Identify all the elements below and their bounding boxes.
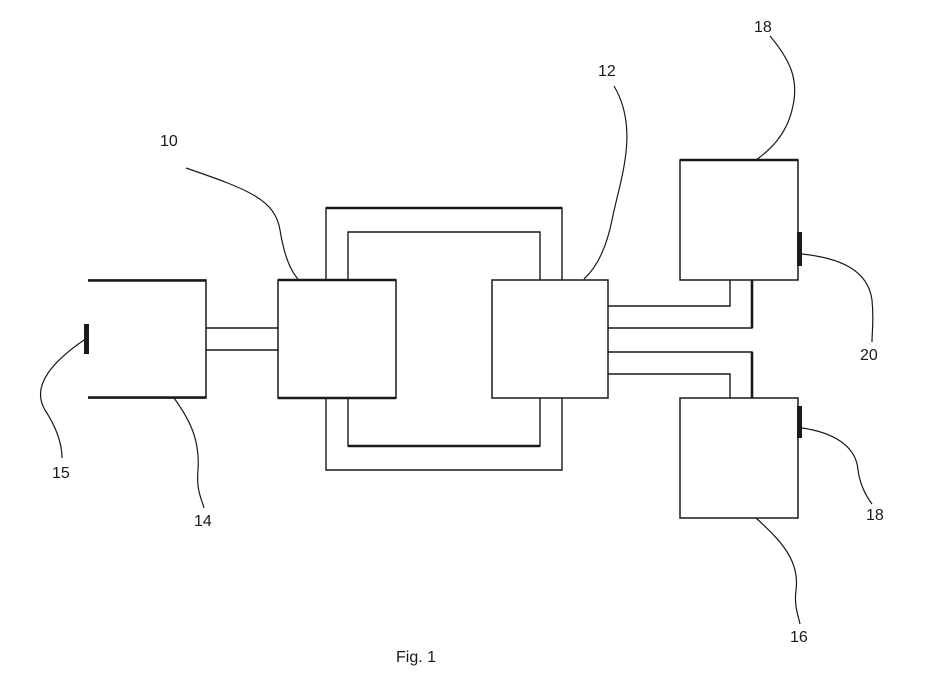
box-16 [680, 398, 802, 518]
pad-15 [84, 324, 89, 354]
label-16: 16 [790, 629, 808, 646]
top-loop [326, 208, 562, 280]
connector-14-10 [206, 328, 278, 350]
box-18 [680, 160, 802, 280]
leader-14 [174, 398, 204, 508]
connector-12-18 [608, 280, 752, 328]
label-14: 14 [194, 513, 212, 530]
element-14 [84, 280, 206, 398]
leader-16 [756, 518, 800, 624]
label-18-top: 18 [754, 19, 772, 36]
label-15: 15 [52, 465, 70, 482]
leader-15 [41, 340, 84, 458]
label-10: 10 [160, 133, 178, 150]
box-12 [492, 280, 608, 398]
pad-20 [797, 232, 802, 266]
leader-18-top [756, 36, 795, 160]
label-20: 20 [860, 347, 878, 364]
label-12: 12 [598, 63, 616, 80]
label-18-right: 18 [866, 507, 884, 524]
figure-caption: Fig. 1 [396, 649, 436, 666]
box-10 [278, 280, 396, 398]
leader-10 [186, 168, 298, 279]
leader-20 [802, 254, 873, 342]
leader-18-right [802, 428, 872, 504]
pad-18 [797, 406, 802, 438]
bottom-loop [326, 398, 562, 470]
leader-12 [584, 86, 627, 279]
connector-12-16 [608, 352, 752, 398]
